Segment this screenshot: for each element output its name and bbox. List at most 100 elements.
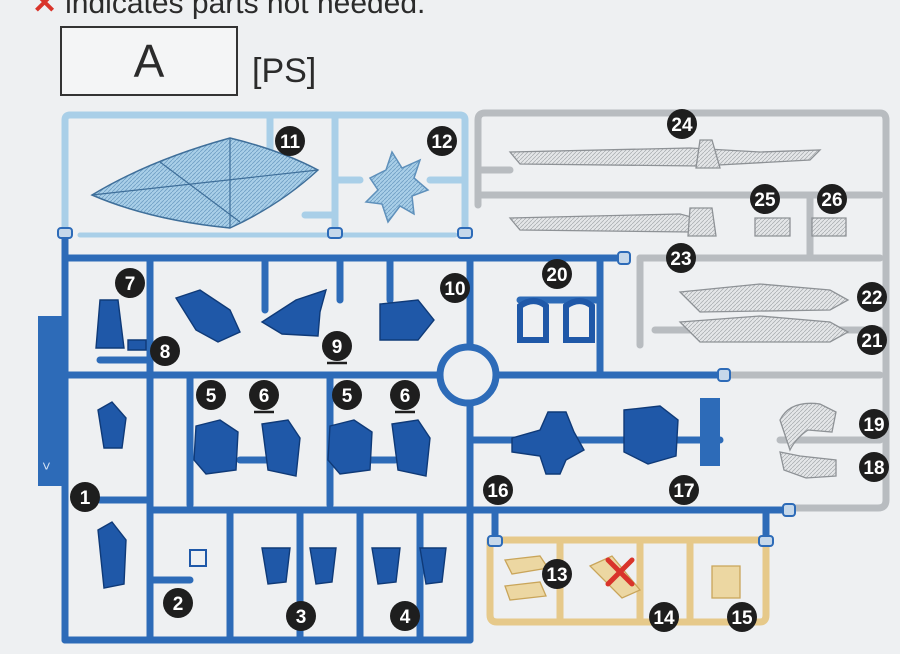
part-number: 10 xyxy=(444,279,465,300)
part-badge: 14 xyxy=(649,602,679,632)
part-18-shape xyxy=(779,451,837,479)
part-25-shape xyxy=(754,217,791,237)
part-number: 20 xyxy=(546,265,567,286)
runner-letter: A xyxy=(133,35,165,87)
part-12-shape xyxy=(364,150,430,224)
x-mark-icon: ✕ xyxy=(32,0,58,20)
part-badge: 24 xyxy=(667,109,697,139)
light-blue-runner xyxy=(61,111,469,239)
part-7-shape xyxy=(95,299,125,349)
part-5a-shape xyxy=(193,419,239,475)
part-badge: 20 xyxy=(542,259,572,289)
part-badge: 26 xyxy=(817,184,847,214)
part-3a-shape xyxy=(261,547,291,585)
runner-letter-box: A xyxy=(60,26,238,96)
part-badge: 17 xyxy=(669,475,699,505)
part-9b-shape xyxy=(260,288,328,337)
part-badge: 4 xyxy=(390,601,420,631)
part-10-shape xyxy=(379,299,435,341)
part-number: 5 xyxy=(342,386,353,407)
part-badge: 9 xyxy=(322,331,352,365)
part-badge: 16 xyxy=(483,475,513,505)
not-needed-x-icon xyxy=(605,557,635,587)
part-16-shape xyxy=(511,411,585,475)
part-13b-shape xyxy=(504,581,547,601)
part-badge: 19 xyxy=(859,409,889,439)
runner-material: [PS] xyxy=(252,52,317,90)
part-number: 13 xyxy=(546,565,567,586)
part-1a-shape xyxy=(97,401,127,449)
part-badge: 22 xyxy=(857,282,887,312)
part-badge: 15 xyxy=(727,602,757,632)
part-badge: 12 xyxy=(427,126,457,156)
part-26-shape xyxy=(811,217,847,237)
part-number-badges: 1 2 3 4 5 5 6 6 7 8 9 10 11 12 13 14 15 … xyxy=(70,109,889,632)
runner-hub xyxy=(436,343,500,407)
runner-tag xyxy=(38,316,64,486)
part-badge: 8 xyxy=(150,336,180,366)
part-badge: 10 xyxy=(440,273,470,303)
part-badge: 1 xyxy=(70,482,100,512)
part-badge: 5 xyxy=(332,380,362,410)
part-badge: 25 xyxy=(750,184,780,214)
part-badge: 11 xyxy=(275,126,305,156)
part-number: 7 xyxy=(125,274,136,295)
part-number: 11 xyxy=(280,132,301,153)
part-badge: 21 xyxy=(857,325,887,355)
runner-tab xyxy=(700,398,720,466)
part-number: 9 xyxy=(332,337,343,358)
part-24-shape xyxy=(508,147,822,167)
part-17-shape xyxy=(623,405,679,465)
part-22-shape xyxy=(678,283,850,313)
part-number: 23 xyxy=(670,249,691,270)
part-number: 5 xyxy=(206,386,217,407)
part-number: 4 xyxy=(400,607,411,628)
part-13-shape xyxy=(504,555,550,575)
part-8-shape xyxy=(127,339,147,351)
part-number: 15 xyxy=(731,608,753,629)
runner-gate-caps xyxy=(57,227,796,547)
part-19-shape xyxy=(779,402,837,452)
part-number: 12 xyxy=(431,132,452,153)
part-5b-shape xyxy=(327,419,373,475)
part-badge: 6 xyxy=(390,380,420,414)
grey-parts xyxy=(508,139,850,479)
part-number: 22 xyxy=(861,288,882,309)
part-15-shape xyxy=(711,565,741,599)
part-number: 17 xyxy=(673,481,694,502)
part-number: 8 xyxy=(160,342,171,363)
part-23-shape xyxy=(508,213,712,233)
part-11-shape xyxy=(90,137,320,229)
part-4a-shape xyxy=(371,547,401,585)
part-4b-shape xyxy=(419,547,447,585)
part-badge: 23 xyxy=(666,243,696,273)
part-6b-shape xyxy=(391,419,431,477)
part-2-shape xyxy=(189,549,207,567)
part-badge: 6 xyxy=(249,380,279,414)
part-number: 3 xyxy=(296,607,307,628)
part-number: 18 xyxy=(863,458,884,479)
part-number: 6 xyxy=(400,386,411,407)
part-number: 1 xyxy=(80,488,91,509)
not-needed-note: ✕indicates parts not needed. xyxy=(32,0,425,21)
part-21-shape xyxy=(678,315,850,343)
part-badge: 18 xyxy=(859,452,889,482)
part-number: 16 xyxy=(487,481,508,502)
part-3b-shape xyxy=(309,547,337,585)
part-6a-shape xyxy=(261,419,301,477)
part-24-grip xyxy=(695,139,721,169)
grey-runner xyxy=(474,109,890,512)
part-badge: 3 xyxy=(286,601,316,631)
gate-mark: < xyxy=(38,462,54,470)
part-badge: 2 xyxy=(163,588,193,618)
part-number: 25 xyxy=(754,190,776,211)
part-number: 21 xyxy=(861,331,883,352)
part-number: 24 xyxy=(671,115,693,136)
part-number: 26 xyxy=(821,190,842,211)
part-number: 2 xyxy=(173,594,184,615)
part-number: 6 xyxy=(259,386,270,407)
part-23-grip xyxy=(687,207,717,237)
part-badge: 13 xyxy=(542,559,572,589)
blue-runner xyxy=(61,231,794,644)
